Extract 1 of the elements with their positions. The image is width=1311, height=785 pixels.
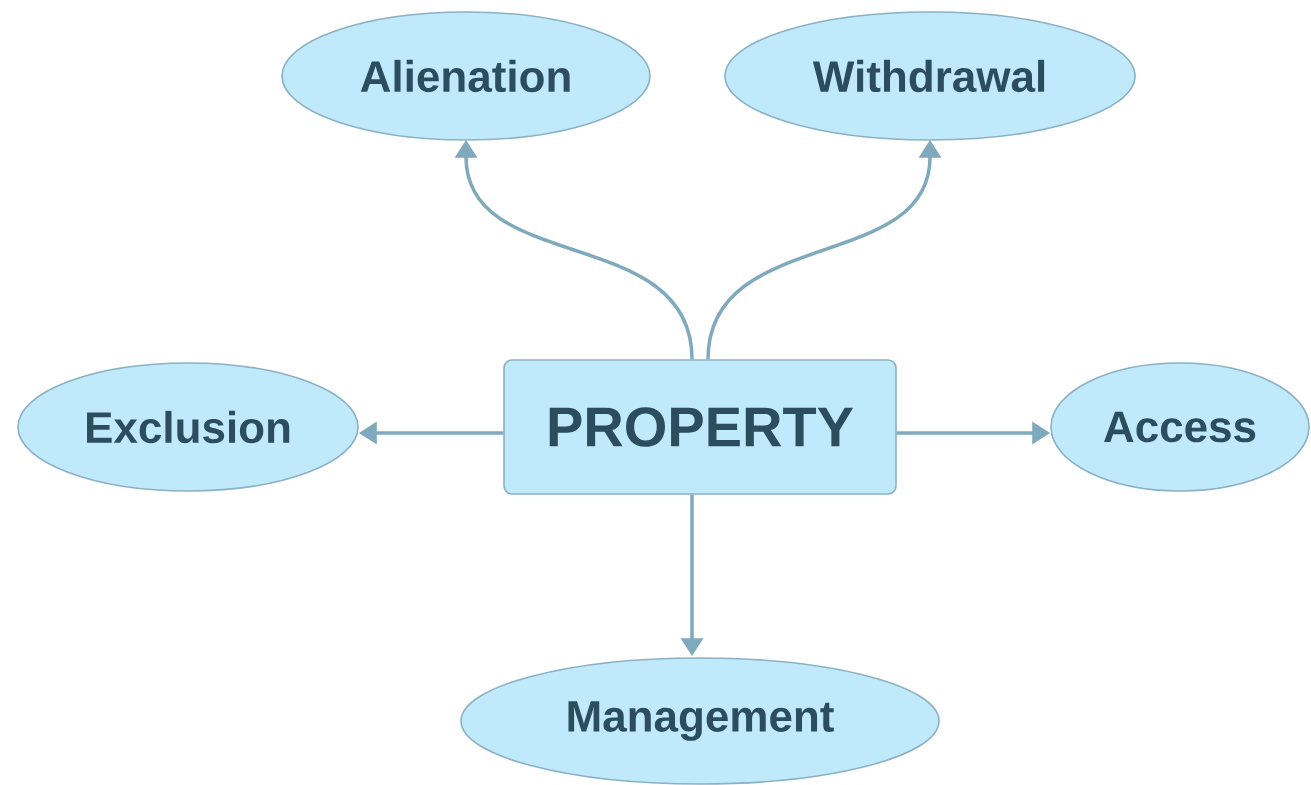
- concept-box: PROPERTY: [503, 359, 897, 495]
